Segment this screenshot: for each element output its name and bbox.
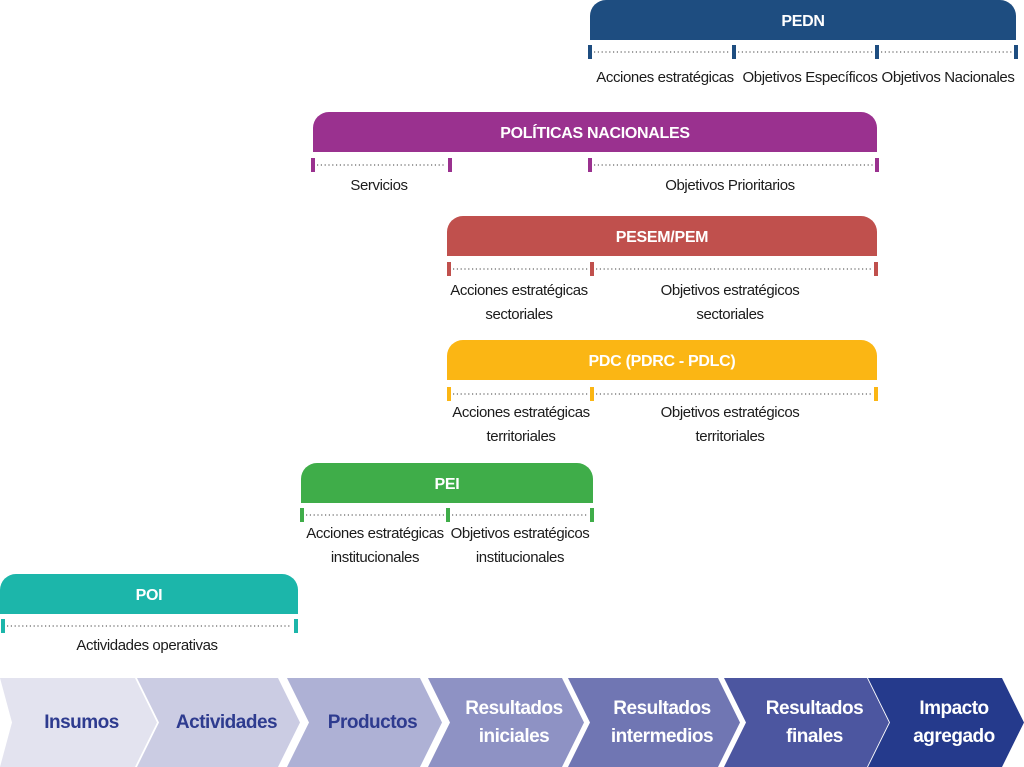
chain-chevron bbox=[428, 678, 584, 767]
chain-step-label-line: Actividades bbox=[175, 711, 278, 733]
politicas-label: Servicios bbox=[289, 174, 469, 198]
pesem-label: Objetivos estratégicos sectoriales bbox=[640, 279, 820, 327]
pei-tick bbox=[446, 508, 450, 522]
politicas-label-line: Servicios bbox=[350, 177, 408, 194]
pedn-tick bbox=[588, 45, 592, 59]
pei-label-line: Objetivos estratégicos bbox=[450, 525, 590, 542]
chain-step-label: Actividades bbox=[159, 678, 294, 767]
chain-step-label-line: Resultados bbox=[765, 697, 864, 719]
pdc-label-line: Acciones estratégicas bbox=[452, 404, 590, 421]
chain-step-label-line: iniciales bbox=[478, 725, 550, 747]
pedn-tick bbox=[1014, 45, 1018, 59]
pedn-header: PEDN bbox=[590, 0, 1016, 40]
chain-step-label: Resultados intermedios bbox=[590, 678, 734, 767]
pei-label-line: institucionales bbox=[475, 549, 565, 566]
pdc-label-line: Objetivos estratégicos bbox=[660, 404, 800, 421]
chain-step-label: Impacto agregado bbox=[890, 678, 1018, 767]
pdc-tick bbox=[447, 387, 451, 401]
pei-tick bbox=[590, 508, 594, 522]
pei-tick bbox=[300, 508, 304, 522]
pedn-tick bbox=[875, 45, 879, 59]
pdc-tick bbox=[874, 387, 878, 401]
chain-step-label-line: Productos bbox=[327, 711, 418, 733]
chain-step-label-line: Insumos bbox=[44, 711, 119, 733]
chain-step-label: Resultados finales bbox=[746, 678, 883, 767]
pedn-label-line: Objetivos Nacionales bbox=[881, 69, 1015, 86]
chain-step-label-line: Resultados bbox=[613, 697, 711, 719]
pedn-label: Objetivos Nacionales bbox=[858, 66, 1024, 90]
pdc-label: Acciones estratégicas territoriales bbox=[431, 401, 611, 449]
pesem-tick bbox=[447, 262, 451, 276]
pei-label-line: institucionales bbox=[330, 549, 420, 566]
pedn-label: Acciones estratégicas bbox=[575, 66, 755, 90]
chain-step-label: Insumos bbox=[12, 678, 151, 767]
pei-label: Acciones estratégicas institucionales bbox=[285, 522, 465, 570]
chain-step-label-line: intermedios bbox=[610, 725, 714, 747]
chain-step-label-line: finales bbox=[786, 725, 843, 747]
chain-chevron bbox=[724, 678, 889, 767]
pesem-tick bbox=[590, 262, 594, 276]
chain-chevron bbox=[0, 678, 157, 767]
chain-step-label-line: Impacto bbox=[919, 697, 989, 719]
politicas-label: Objetivos Prioritarios bbox=[640, 174, 820, 198]
poi-label-line: Actividades operativas bbox=[76, 637, 218, 654]
poi-label: Actividades operativas bbox=[57, 634, 237, 658]
politicas-tick bbox=[875, 158, 879, 172]
pesem-label-line: Acciones estratégicas bbox=[450, 282, 588, 299]
pedn-label-line: Acciones estratégicas bbox=[596, 69, 734, 86]
chain-step-label: Resultados iniciales bbox=[450, 678, 578, 767]
pesem-tick bbox=[874, 262, 878, 276]
pedn-label: Objetivos Específicos bbox=[720, 66, 900, 90]
pesem-label-line: sectoriales bbox=[696, 306, 764, 323]
politicas-tick bbox=[448, 158, 452, 172]
chain-chevron bbox=[868, 678, 1024, 767]
chain-chevron bbox=[287, 678, 442, 767]
pdc-label-line: territoriales bbox=[486, 428, 556, 445]
pedn-label-line: Objetivos Específicos bbox=[742, 69, 878, 86]
pdc-label-line: territoriales bbox=[695, 428, 765, 445]
poi-tick bbox=[294, 619, 298, 633]
poi-header: POI bbox=[0, 574, 298, 614]
pesem-header: PESEM/PEM bbox=[447, 216, 877, 256]
chain-chevron bbox=[137, 678, 300, 767]
chain-step-label-line: agregado bbox=[913, 725, 995, 747]
pesem-label-line: sectoriales bbox=[485, 306, 553, 323]
pdc-tick bbox=[590, 387, 594, 401]
pei-label-line: Acciones estratégicas bbox=[306, 525, 444, 542]
pdc-header: PDC (PDRC - PDLC) bbox=[447, 340, 877, 380]
pdc-label: Objetivos estratégicos territoriales bbox=[640, 401, 820, 449]
pesem-label-line: Objetivos estratégicos bbox=[660, 282, 800, 299]
chain-step-label-line: Resultados bbox=[465, 697, 563, 719]
pei-header: PEI bbox=[301, 463, 593, 503]
pesem-label: Acciones estratégicas sectoriales bbox=[429, 279, 609, 327]
politicas-label-line: Objetivos Prioritarios bbox=[665, 177, 795, 194]
politicas-header: POLÍTICAS NACIONALES bbox=[313, 112, 877, 152]
pei-label: Objetivos estratégicos institucionales bbox=[430, 522, 610, 570]
chain-step-label: Productos bbox=[309, 678, 436, 767]
pedn-tick bbox=[732, 45, 736, 59]
chain-chevron bbox=[568, 678, 740, 767]
politicas-tick bbox=[311, 158, 315, 172]
poi-tick bbox=[1, 619, 5, 633]
politicas-tick bbox=[588, 158, 592, 172]
